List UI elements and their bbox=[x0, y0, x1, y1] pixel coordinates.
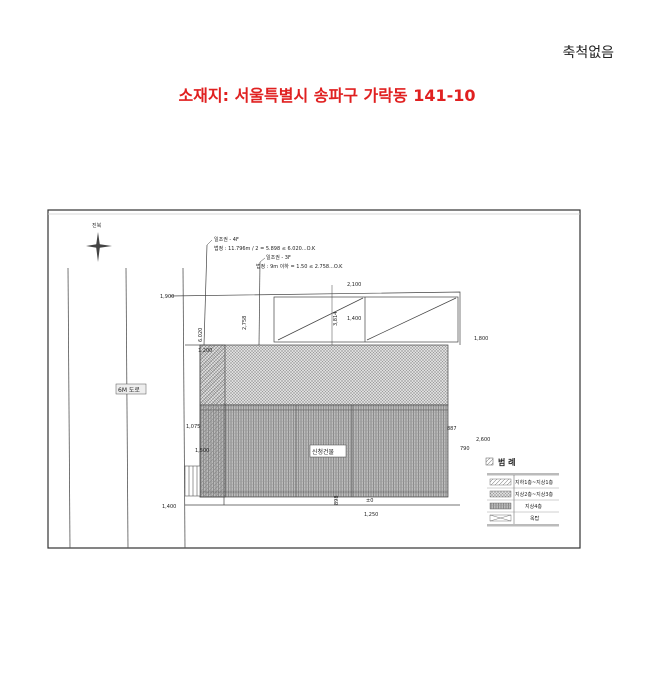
svg-text:일조권 - 4F: 일조권 - 4F bbox=[214, 236, 239, 243]
svg-text:1,400: 1,400 bbox=[162, 504, 176, 510]
svg-text:옥탑: 옥탑 bbox=[530, 515, 540, 522]
scale-note: 축척없음 bbox=[562, 45, 614, 61]
site-boundary bbox=[169, 244, 461, 506]
legend-item-basement: 지하1층~지상1층 bbox=[489, 478, 554, 486]
svg-text:898: 898 bbox=[334, 495, 340, 505]
svg-text:일조권 - 3F: 일조권 - 3F bbox=[266, 254, 291, 261]
svg-text:1,400: 1,400 bbox=[347, 316, 361, 322]
floor-2-3-area bbox=[199, 344, 449, 406]
svg-text:지하1층~지상1층: 지하1층~지상1층 bbox=[515, 479, 554, 486]
rooftop bbox=[273, 296, 459, 343]
svg-text:2,600: 2,600 bbox=[476, 437, 490, 443]
basement-1f-area bbox=[199, 344, 226, 498]
location-title: 소재지: 서울특별시 송파구 가락동 141-10 bbox=[178, 86, 476, 105]
svg-text:3,814: 3,814 bbox=[333, 312, 339, 326]
svg-text:1,900: 1,900 bbox=[160, 294, 174, 300]
building-label: 신청건물 bbox=[312, 448, 335, 456]
svg-text:지상2층~지상3층: 지상2층~지상3층 bbox=[515, 491, 554, 498]
road-lines bbox=[67, 267, 186, 549]
svg-text:2,100: 2,100 bbox=[347, 282, 361, 288]
level-marks: 1,900 2,100 1,400 1,800 1,200 1,075 1,50… bbox=[160, 282, 490, 518]
svg-text:법정 : 9m 이하 = 1.50 ≤ 2.758...O.: 법정 : 9m 이하 = 1.50 ≤ 2.758...O.K bbox=[256, 263, 343, 270]
svg-text:1,250: 1,250 bbox=[364, 512, 378, 518]
road-label: 6M 도로 bbox=[118, 387, 140, 394]
north-arrow-icon: 진북 bbox=[86, 222, 112, 262]
svg-text:법정 : 11.796m / 2 = 5.898 ≤ 6.0: 법정 : 11.796m / 2 = 5.898 ≤ 6.020...O.K bbox=[214, 245, 316, 252]
legend-item-floor2-3: 지상2층~지상3층 bbox=[489, 490, 554, 498]
svg-text:지상4층: 지상4층 bbox=[525, 503, 542, 510]
svg-text:범 례: 범 례 bbox=[498, 457, 516, 467]
svg-text:1,075: 1,075 bbox=[186, 424, 200, 430]
svg-text:1,200: 1,200 bbox=[198, 348, 212, 354]
svg-text:6.020: 6.020 bbox=[198, 328, 204, 342]
svg-text:1,800: 1,800 bbox=[474, 336, 488, 342]
svg-text:2,758: 2,758 bbox=[242, 316, 248, 330]
svg-text:1,500: 1,500 bbox=[195, 448, 209, 454]
svg-text:887: 887 bbox=[447, 426, 457, 432]
svg-text:790: 790 bbox=[460, 446, 470, 452]
legend-item-rooftop: 옥탑 bbox=[489, 514, 540, 522]
legend: 범 례 지하1층~지상1층 지상2층~지상3층 지상4층 옥탑 bbox=[485, 457, 559, 527]
svg-text:진북: 진북 bbox=[92, 222, 102, 229]
svg-text:±0: ±0 bbox=[366, 498, 373, 504]
dimensions: 6.020 2,758 3,814 898 bbox=[198, 312, 340, 505]
legend-item-floor4: 지상4층 bbox=[489, 502, 542, 510]
stairs bbox=[184, 465, 201, 497]
drawing-frame bbox=[47, 209, 581, 549]
